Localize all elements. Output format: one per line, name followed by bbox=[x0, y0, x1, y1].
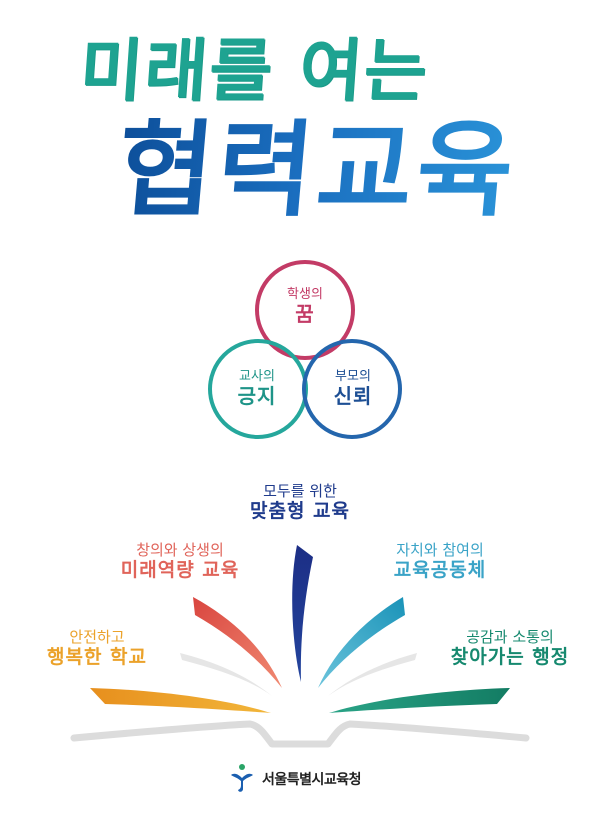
goal-visiting-admin-large: 찾아가는 행정 bbox=[450, 646, 570, 668]
venn-circles-icon bbox=[208, 260, 402, 439]
title-line-1: 미래를 여는 bbox=[77, 32, 432, 111]
open-book-icon bbox=[70, 545, 530, 748]
circle-student: 학생의 꿈 bbox=[265, 287, 345, 326]
goal-happy-school-large: 행복한 학교 bbox=[46, 646, 147, 668]
circle-student-small: 학생의 bbox=[287, 287, 323, 302]
goal-happy-school: 안전하고 행복한 학교 bbox=[22, 628, 172, 669]
circle-parent-small: 부모의 bbox=[335, 369, 371, 384]
goal-future-competency: 창의와 상생의 미래역량 교육 bbox=[90, 541, 270, 582]
circle-teacher: 교사의 긍지 bbox=[217, 369, 297, 408]
circle-teacher-small: 교사의 bbox=[239, 369, 275, 384]
footer-org: 서울특별시교육청 bbox=[228, 762, 362, 796]
goal-education-community-small: 자치와 참여의 bbox=[396, 541, 484, 559]
circle-parent: 부모의 신뢰 bbox=[313, 369, 393, 408]
circle-parent-large: 신뢰 bbox=[333, 383, 373, 408]
venn-diagram: 학생의 꿈 교사의 긍지 부모의 신뢰 bbox=[205, 258, 405, 454]
circle-student-large: 꿈 bbox=[295, 301, 315, 326]
goal-custom-education-small: 모두를 위한 bbox=[263, 482, 337, 500]
goal-future-competency-small: 창의와 상생의 bbox=[136, 541, 224, 559]
goal-custom-education-large: 맞춤형 교육 bbox=[249, 500, 350, 522]
goal-visiting-admin-small: 공감과 소통의 bbox=[466, 628, 554, 646]
org-name: 서울특별시교육청 bbox=[262, 772, 362, 788]
goal-custom-education: 모두를 위한 맞춤형 교육 bbox=[220, 482, 380, 523]
title-line-2: 협력교육 bbox=[112, 109, 523, 231]
circle-teacher-large: 긍지 bbox=[237, 383, 277, 408]
goal-future-competency-large: 미래역량 교육 bbox=[120, 559, 240, 581]
goal-happy-school-small: 안전하고 bbox=[69, 628, 125, 646]
goal-visiting-admin: 공감과 소통의 찾아가는 행정 bbox=[430, 628, 590, 669]
goal-education-community-large: 교육공동체 bbox=[393, 559, 487, 581]
goal-education-community: 자치와 참여의 교육공동체 bbox=[350, 541, 530, 582]
seoul-education-logo-icon bbox=[231, 764, 253, 792]
